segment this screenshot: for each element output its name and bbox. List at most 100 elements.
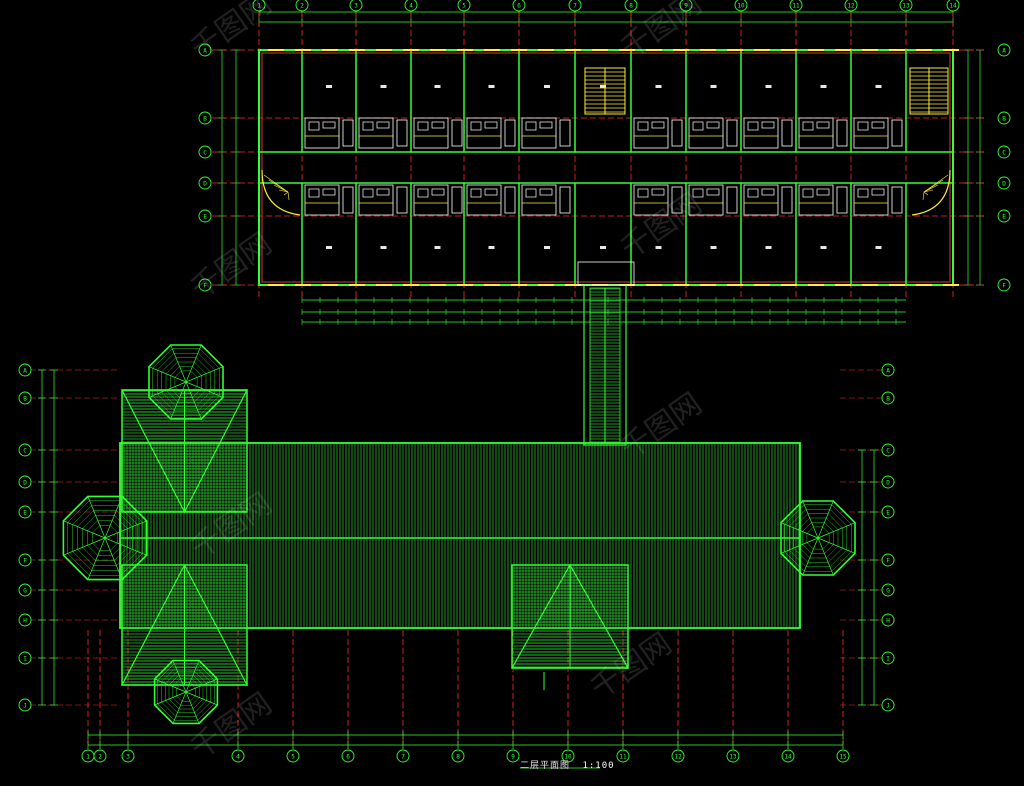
sink-fixture: [816, 121, 830, 129]
closet-fixture: [504, 119, 516, 147]
connecting-corridor: [577, 261, 635, 446]
axis-bubble: [18, 613, 32, 627]
axis-bubble: [997, 209, 1011, 223]
turret-hatch: [797, 517, 839, 559]
axis-bubble: [899, 0, 913, 12]
closet-fixture: [451, 186, 463, 214]
closet-fixture: [891, 119, 903, 147]
sink-fixture: [816, 188, 830, 196]
sink-fixture: [651, 188, 665, 196]
closet-fixture: [396, 119, 408, 147]
sink-fixture: [484, 188, 498, 196]
bathroom-pod: [853, 184, 889, 216]
bathroom-pod: [633, 184, 669, 216]
axis-bubble-label: C: [203, 150, 207, 157]
axis-bubble: [18, 443, 32, 457]
axis-bubble: [198, 209, 212, 223]
toilet-fixture: [747, 121, 759, 131]
lower-dimension-lines: [38, 369, 878, 769]
turret-hatch: [161, 357, 211, 407]
turret-hatch: [152, 348, 220, 416]
turret-rib: [185, 381, 202, 420]
axis-bubble: [121, 749, 135, 763]
closet-fixture: [781, 119, 793, 147]
axis-bubble: [286, 749, 300, 763]
sink-fixture: [871, 121, 885, 129]
toilet-fixture: [802, 188, 814, 198]
axis-bubble-label: 14: [949, 3, 957, 10]
axis-bubble: [198, 145, 212, 159]
axis-bubble: [231, 749, 245, 763]
axis-bubble: [18, 553, 32, 567]
axis-bubble-label: 9: [511, 754, 515, 761]
room-label: [434, 246, 441, 249]
turret-hatch: [77, 510, 133, 566]
axis-bubble-label: A: [886, 368, 890, 375]
toilet-fixture: [362, 121, 374, 131]
axis-bubble-label: 2: [300, 3, 304, 10]
axis-bubble-label: D: [1002, 181, 1006, 188]
stair-tread: [923, 191, 929, 196]
drawing-title-block: 二层平面图 1:100: [520, 758, 615, 771]
axis-bubble: [198, 43, 212, 57]
stair-tread: [287, 191, 290, 201]
turret-rib: [185, 344, 202, 383]
bathroom-pod: [304, 184, 340, 216]
stair-tread: [923, 184, 939, 193]
room-label: [710, 85, 717, 88]
room-label: [765, 85, 772, 88]
turret-rib: [170, 381, 187, 420]
turret-rib: [170, 344, 187, 383]
axis-bubble: [198, 278, 212, 292]
bathroom-pod: [358, 117, 394, 149]
sink-fixture: [761, 188, 775, 196]
watermark-text: 千图网: [185, 0, 279, 67]
turret-rib: [104, 537, 123, 580]
sink-fixture: [651, 121, 665, 129]
toilet-fixture: [308, 188, 320, 198]
upper-fixtures: [304, 117, 903, 216]
sink-fixture: [484, 121, 498, 129]
sink-fixture: [322, 121, 336, 129]
room-label: [655, 246, 662, 249]
axis-bubble: [789, 0, 803, 12]
axis-bubble: [726, 749, 740, 763]
room-label: [875, 246, 882, 249]
turret-rib: [780, 537, 819, 554]
bathroom-pod: [521, 117, 557, 149]
axis-bubble-label: C: [1002, 150, 1006, 157]
stair-tread: [923, 189, 934, 193]
closet-fixture: [396, 186, 408, 214]
toilet-fixture: [692, 188, 704, 198]
sink-fixture: [539, 188, 553, 196]
turret-hatch: [806, 526, 830, 550]
room-label: [544, 85, 550, 88]
room-label: [488, 85, 495, 88]
axis-bubble: [512, 0, 526, 12]
axis-bubble-label: B: [886, 396, 890, 403]
axis-bubble: [198, 111, 212, 125]
axis-bubble-label: D: [23, 480, 27, 487]
turret-hatch: [165, 361, 207, 403]
room-label: [488, 246, 495, 249]
axis-bubble: [881, 391, 895, 405]
axis-bubble-label: 12: [674, 754, 682, 761]
toilet-fixture: [637, 121, 649, 131]
sink-fixture: [376, 121, 390, 129]
sink-fixture: [431, 121, 445, 129]
axis-bubble-label: 8: [629, 3, 633, 10]
axis-bubble-label: 4: [236, 754, 240, 761]
axis-bubble: [671, 749, 685, 763]
turret-hatch: [157, 663, 215, 721]
turret-rib: [104, 496, 123, 539]
axis-bubble: [18, 651, 32, 665]
toilet-fixture: [692, 121, 704, 131]
axis-bubble-label: 1: [257, 3, 261, 10]
closet-fixture: [451, 119, 463, 147]
turret-rib: [154, 691, 187, 706]
turret-hatch: [92, 525, 118, 551]
turret-rib: [154, 678, 187, 693]
room-label: [600, 246, 606, 249]
